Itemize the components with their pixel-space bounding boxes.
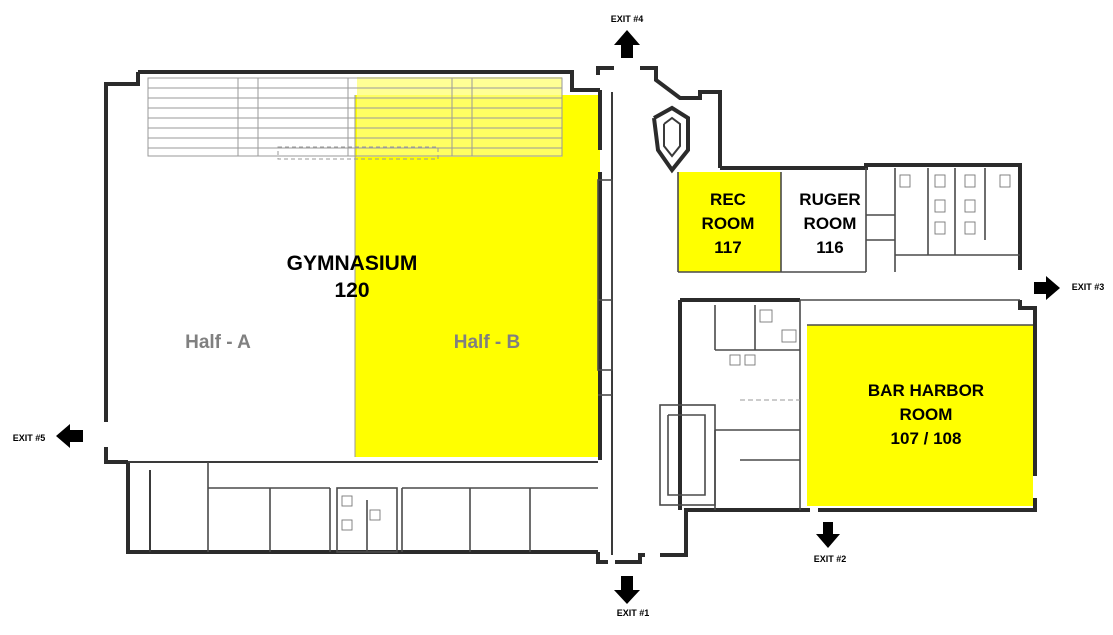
bar-harbor-number: 107 / 108: [891, 429, 962, 448]
exit-markers: [56, 30, 1060, 604]
highlighted-areas: [355, 77, 1033, 506]
exit-3-label: EXIT #3: [1072, 282, 1105, 292]
half-a-label: Half - A: [185, 332, 251, 353]
fixtures: [341, 174, 1011, 531]
exit-1-label: EXIT #1: [617, 608, 650, 618]
rec-room-line2: ROOM: [702, 214, 755, 233]
exit-1-arrow-icon: [614, 576, 640, 604]
exit-4-arrow-icon: [614, 30, 640, 58]
bar-harbor-line2: ROOM: [900, 405, 953, 424]
bar-harbor-room-highlight[interactable]: [807, 325, 1033, 506]
gym-bleacher-highlight: [357, 77, 562, 157]
bleachers: [147, 77, 563, 160]
exterior-walls: [104, 66, 1037, 564]
gymnasium-name: GYMNASIUM: [287, 252, 418, 275]
rec-room-number: 117: [714, 238, 741, 257]
exit-3-arrow-icon: [1034, 276, 1060, 300]
gymnasium-number: 120: [334, 279, 369, 302]
rec-room-highlight[interactable]: [678, 172, 781, 272]
bar-harbor-line1: BAR HARBOR: [868, 381, 984, 400]
rec-room-line1: REC: [710, 190, 746, 209]
exit-2-arrow-icon: [816, 522, 840, 548]
labels: GYMNASIUM 120 Half - A Half - B REC ROOM…: [13, 14, 1105, 618]
exit-2-label: EXIT #2: [814, 554, 847, 564]
ruger-room-line2: ROOM: [804, 214, 857, 233]
exit-4-label: EXIT #4: [611, 14, 644, 24]
ruger-room-number: 116: [816, 238, 843, 257]
half-b-label: Half - B: [454, 332, 521, 353]
interior-walls: [207, 95, 1033, 553]
exit-5-label: EXIT #5: [13, 433, 46, 443]
exit-5-arrow-icon: [56, 424, 83, 448]
ruger-room-line1: RUGER: [799, 190, 860, 209]
